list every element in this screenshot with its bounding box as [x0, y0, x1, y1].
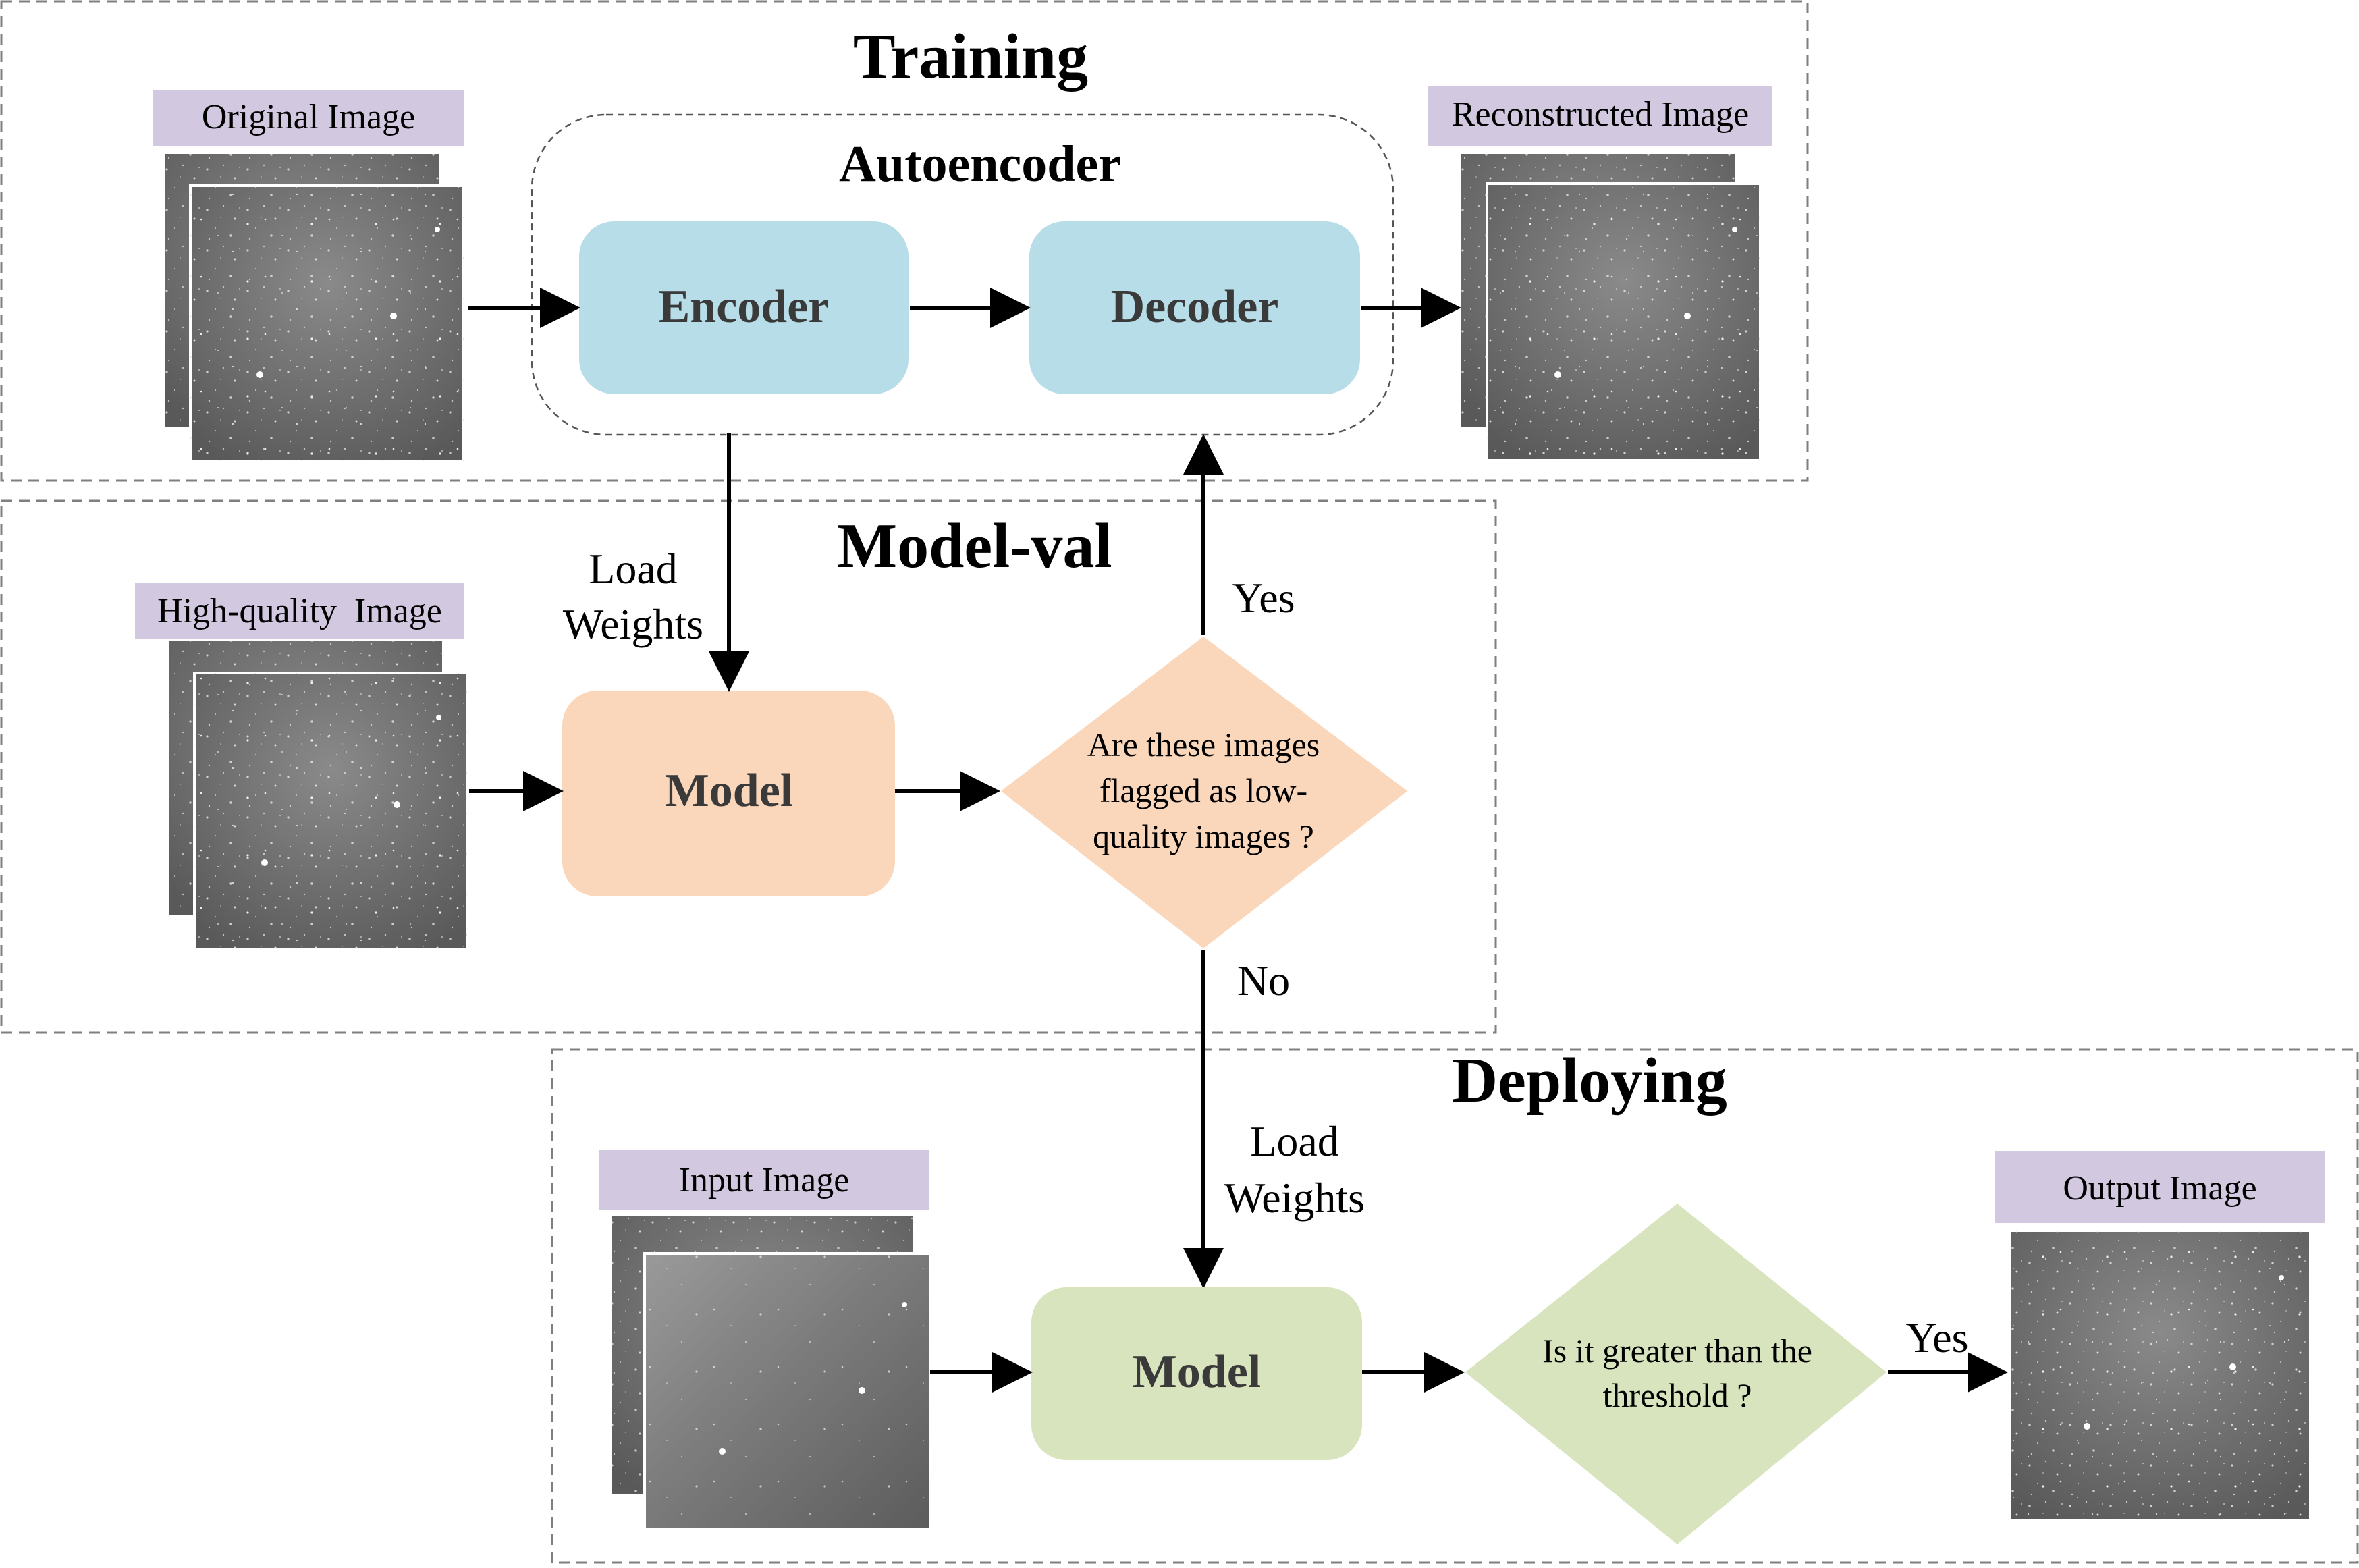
deploy-model-box: [1031, 1287, 1362, 1460]
model-val-decision-line-2: flagged as low-: [1100, 772, 1307, 809]
output-image: [2009, 1229, 2312, 1522]
load-weights-label-top-line-2: Weights: [563, 600, 703, 648]
deploy-yes-label: Yes: [1905, 1314, 1968, 1361]
model-val-decision-diamond: [1001, 637, 1407, 948]
deploy-model-label: Model: [1133, 1346, 1262, 1398]
input-image-stack: [612, 1216, 931, 1530]
model-val-decision-line-1: Are these images: [1087, 726, 1320, 763]
output-image-label: Output Image: [2063, 1169, 2256, 1208]
decoder-label: Decoder: [1111, 281, 1279, 333]
deploy-decision-line-1: Is it greater than the: [1542, 1332, 1812, 1370]
training-title: Training: [853, 22, 1088, 92]
input-image-label-bg: [599, 1150, 929, 1210]
model-val-title: Model-val: [837, 511, 1112, 581]
deploy-decision-diamond: [1465, 1204, 1887, 1544]
high-quality-image-label: High-quality Image: [157, 592, 442, 630]
decoder-box: [1029, 221, 1360, 394]
reconstructed-image-label-bg: [1428, 86, 1772, 146]
autoencoder-group-frame: [531, 113, 1394, 436]
model-val-model-label: Model: [665, 765, 794, 817]
high-quality-image-stack: [169, 641, 469, 950]
load-weights-label-bottom-line-1: Load: [1250, 1117, 1339, 1165]
input-image-label: Input Image: [679, 1161, 850, 1199]
load-weights-label-top-line-1: Load: [589, 545, 678, 593]
bright-star: [390, 313, 397, 319]
training-section-frame: [0, 0, 1809, 482]
deploy-decision-line-2: threshold ?: [1603, 1376, 1752, 1414]
reconstructed-image-stack: [1461, 154, 1762, 462]
model-val-no-label: No: [1237, 956, 1290, 1004]
autoencoder-title: Autoencoder: [839, 136, 1121, 192]
encoder-label: Encoder: [659, 281, 830, 333]
load-weights-label-bottom-line-2: Weights: [1224, 1174, 1365, 1222]
encoder-box: [579, 221, 909, 394]
original-image-label: Original Image: [202, 98, 415, 136]
model-val-section-frame: [0, 499, 1497, 1034]
model-val-yes-label: Yes: [1232, 574, 1295, 622]
high-quality-image-label-bg: [135, 583, 464, 639]
original-image-label-bg: [153, 90, 464, 146]
reconstructed-image-label: Reconstructed Image: [1452, 95, 1749, 134]
model-val-decision-line-3: quality images ?: [1093, 817, 1314, 855]
output-image-label-bg: [1995, 1151, 2325, 1223]
original-image-stack: [165, 154, 465, 462]
deploying-section-frame: [551, 1048, 2359, 1564]
model-val-model-box: [562, 691, 895, 896]
deploying-title: Deploying: [1452, 1046, 1727, 1116]
